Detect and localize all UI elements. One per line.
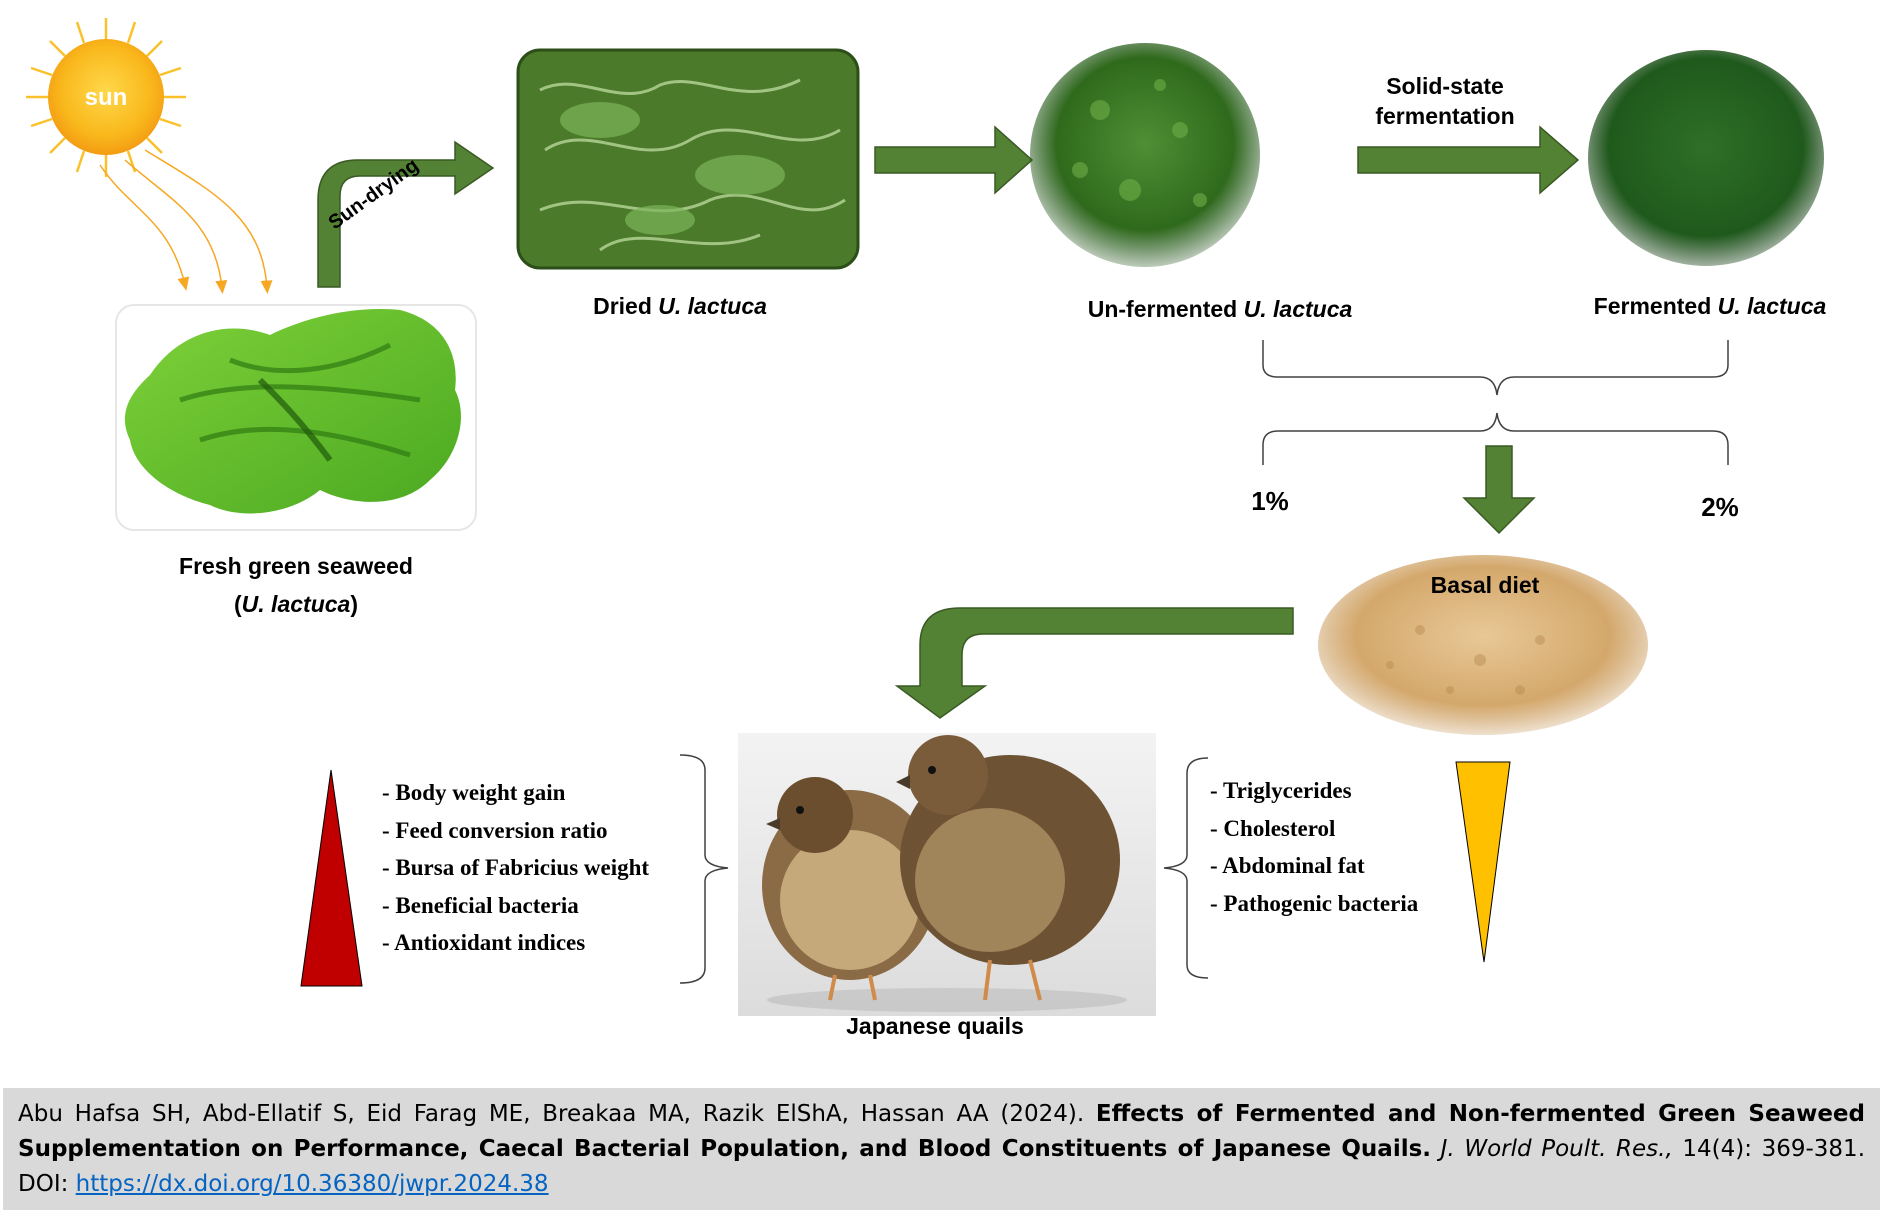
dried-label: Dried U. lactuca [593, 293, 767, 319]
increased-list: Body weight gain Feed conversion ratio B… [382, 774, 649, 962]
ssf-label: Solid-state fermentation [1340, 71, 1550, 131]
split-bracket [1262, 412, 1729, 465]
fresh-seaweed-label-line2: (U. lactuca) [234, 591, 358, 617]
fermented-label: Fermented U. lactuca [1593, 293, 1827, 319]
decreased-item: Pathogenic bacteria [1210, 885, 1418, 923]
citation-authors: Abu Hafsa SH, Abd-Ellatif S, Eid Farag M… [18, 1101, 1085, 1127]
ssf-label-line2: fermentation [1375, 103, 1515, 129]
fresh-seaweed-label-line1: Fresh green seaweed [179, 553, 413, 579]
increased-item: Body weight gain [382, 774, 649, 812]
citation-journal: J. World Poult. Res., [1440, 1136, 1673, 1162]
decrease-bracket [1163, 757, 1209, 979]
level-1-label: 1% [1251, 486, 1289, 516]
citation-doi-link[interactable]: https://dx.doi.org/10.36380/jwpr.2024.38 [75, 1171, 549, 1197]
sunlight-rays [99, 149, 273, 294]
citation-title: Effects of Fermented and Non-fermented G… [18, 1101, 1865, 1162]
sun-drying-arrow [317, 140, 495, 288]
level-2-label: 2% [1701, 492, 1739, 522]
increase-bracket [679, 754, 729, 984]
sun-icon [26, 18, 186, 177]
unfermented-powder-image [1030, 43, 1260, 267]
increased-item: Feed conversion ratio [382, 812, 649, 850]
basal-diet-label: Basal diet [1430, 572, 1540, 598]
arrow-dried-to-unfermented [874, 125, 1034, 195]
ssf-label-line1: Solid-state [1386, 73, 1504, 99]
merge-bracket [1262, 340, 1729, 396]
increased-item: Antioxidant indices [382, 924, 649, 962]
increased-item: Bursa of Fabricius weight [382, 849, 649, 887]
citation-volume: 14(4): 369-381. DOI: [18, 1136, 1866, 1197]
dried-seaweed-image [516, 48, 860, 270]
decreased-item: Abdominal fat [1210, 847, 1418, 885]
fermented-powder-image [1588, 50, 1824, 266]
increased-item: Beneficial bacteria [382, 887, 649, 925]
decreased-item: Triglycerides [1210, 772, 1418, 810]
fresh-seaweed-image [115, 304, 477, 531]
sun-label: sun [84, 84, 128, 111]
decreased-item: Cholesterol [1210, 810, 1418, 848]
arrow-basal-to-quails [894, 607, 1294, 719]
decreased-list: Triglycerides Cholesterol Abdominal fat … [1210, 772, 1418, 922]
increase-triangle-icon [300, 769, 363, 987]
arrow-ssf [1357, 125, 1580, 195]
fresh-seaweed-label: Fresh green seaweed (U. lactuca) [146, 547, 446, 623]
basal-diet-image [1318, 555, 1648, 735]
unfermented-label: Un-fermented U. lactuca [1087, 296, 1353, 322]
citation-box: Abu Hafsa SH, Abd-Ellatif S, Eid Farag M… [3, 1088, 1880, 1210]
arrow-to-basal-diet [1462, 445, 1536, 535]
japanese-quails-image [738, 733, 1156, 1016]
decrease-triangle-icon [1455, 761, 1511, 963]
quails-label: Japanese quails [846, 1013, 1024, 1039]
